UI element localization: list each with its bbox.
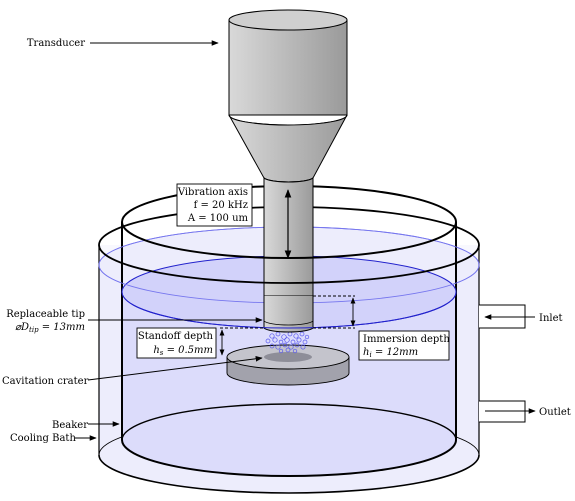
tip-diameter-label: ⌀Dtip = 13mm	[15, 322, 85, 334]
cooling-bath-front-rim	[98, 244, 480, 284]
immersion-subscript: i	[369, 351, 371, 359]
standoff-value: = 0.5mm	[163, 345, 213, 356]
liquid-surface-front-arc	[121, 291, 457, 329]
standoff-depth-dimension	[219, 327, 264, 356]
beaker-bottom-front	[121, 439, 457, 477]
cooling-bath-bottom-front	[98, 454, 480, 494]
replaceable-tip-label: Replaceable tip	[6, 309, 85, 320]
immersion-depth-dimension	[313, 295, 356, 329]
standoff-value-label: hs = 0.5mm	[153, 345, 213, 357]
frequency-label: f = 20 kHz	[194, 200, 248, 211]
transducer-label: Transducer	[27, 38, 85, 49]
immersion-depth-box	[358, 330, 450, 361]
standoff-subscript: s	[160, 349, 164, 357]
crater-leader	[87, 356, 263, 381]
amplitude-label: A = 100 um	[187, 213, 249, 224]
immersion-symbol: h	[363, 347, 369, 358]
immersion-depth-label: Immersion depth	[363, 334, 450, 345]
standoff-symbol: h	[153, 345, 159, 356]
cooling-bath-label: Cooling Bath	[10, 433, 76, 444]
replaceable-tip-part	[263, 296, 314, 333]
cavitation-bubbles	[265, 331, 310, 354]
horn-cone	[228, 114, 348, 183]
transducer-top	[228, 9, 348, 31]
immersion-value: = 12mm	[372, 347, 418, 358]
cavitation-crater-label: Cavitation crater	[2, 376, 89, 387]
transducer-body	[228, 19, 348, 116]
cavitation-crater-mark	[264, 352, 312, 362]
vibration-axis-box	[176, 183, 253, 227]
tip-diameter-subscript: tip	[29, 326, 39, 334]
leader-arrows	[75, 40, 536, 441]
inlet-label: Inlet	[539, 313, 563, 324]
beaker-bottom-back	[121, 403, 457, 441]
immersion-value-label: hi = 12mm	[363, 347, 418, 359]
tip-diameter-symbol: ⌀D	[15, 322, 29, 333]
vibration-axis-label: Vibration axis	[177, 187, 248, 198]
standoff-depth-box	[136, 327, 217, 359]
tip-diameter-value: = 13mm	[39, 322, 85, 333]
standoff-depth-label: Standoff depth	[138, 331, 214, 342]
beaker-label: Beaker	[52, 420, 88, 431]
outlet-label: Outlet	[539, 407, 571, 418]
transducer-assembly	[228, 9, 348, 333]
sample-disc	[226, 344, 350, 386]
replaceable-tip-face	[263, 320, 314, 326]
